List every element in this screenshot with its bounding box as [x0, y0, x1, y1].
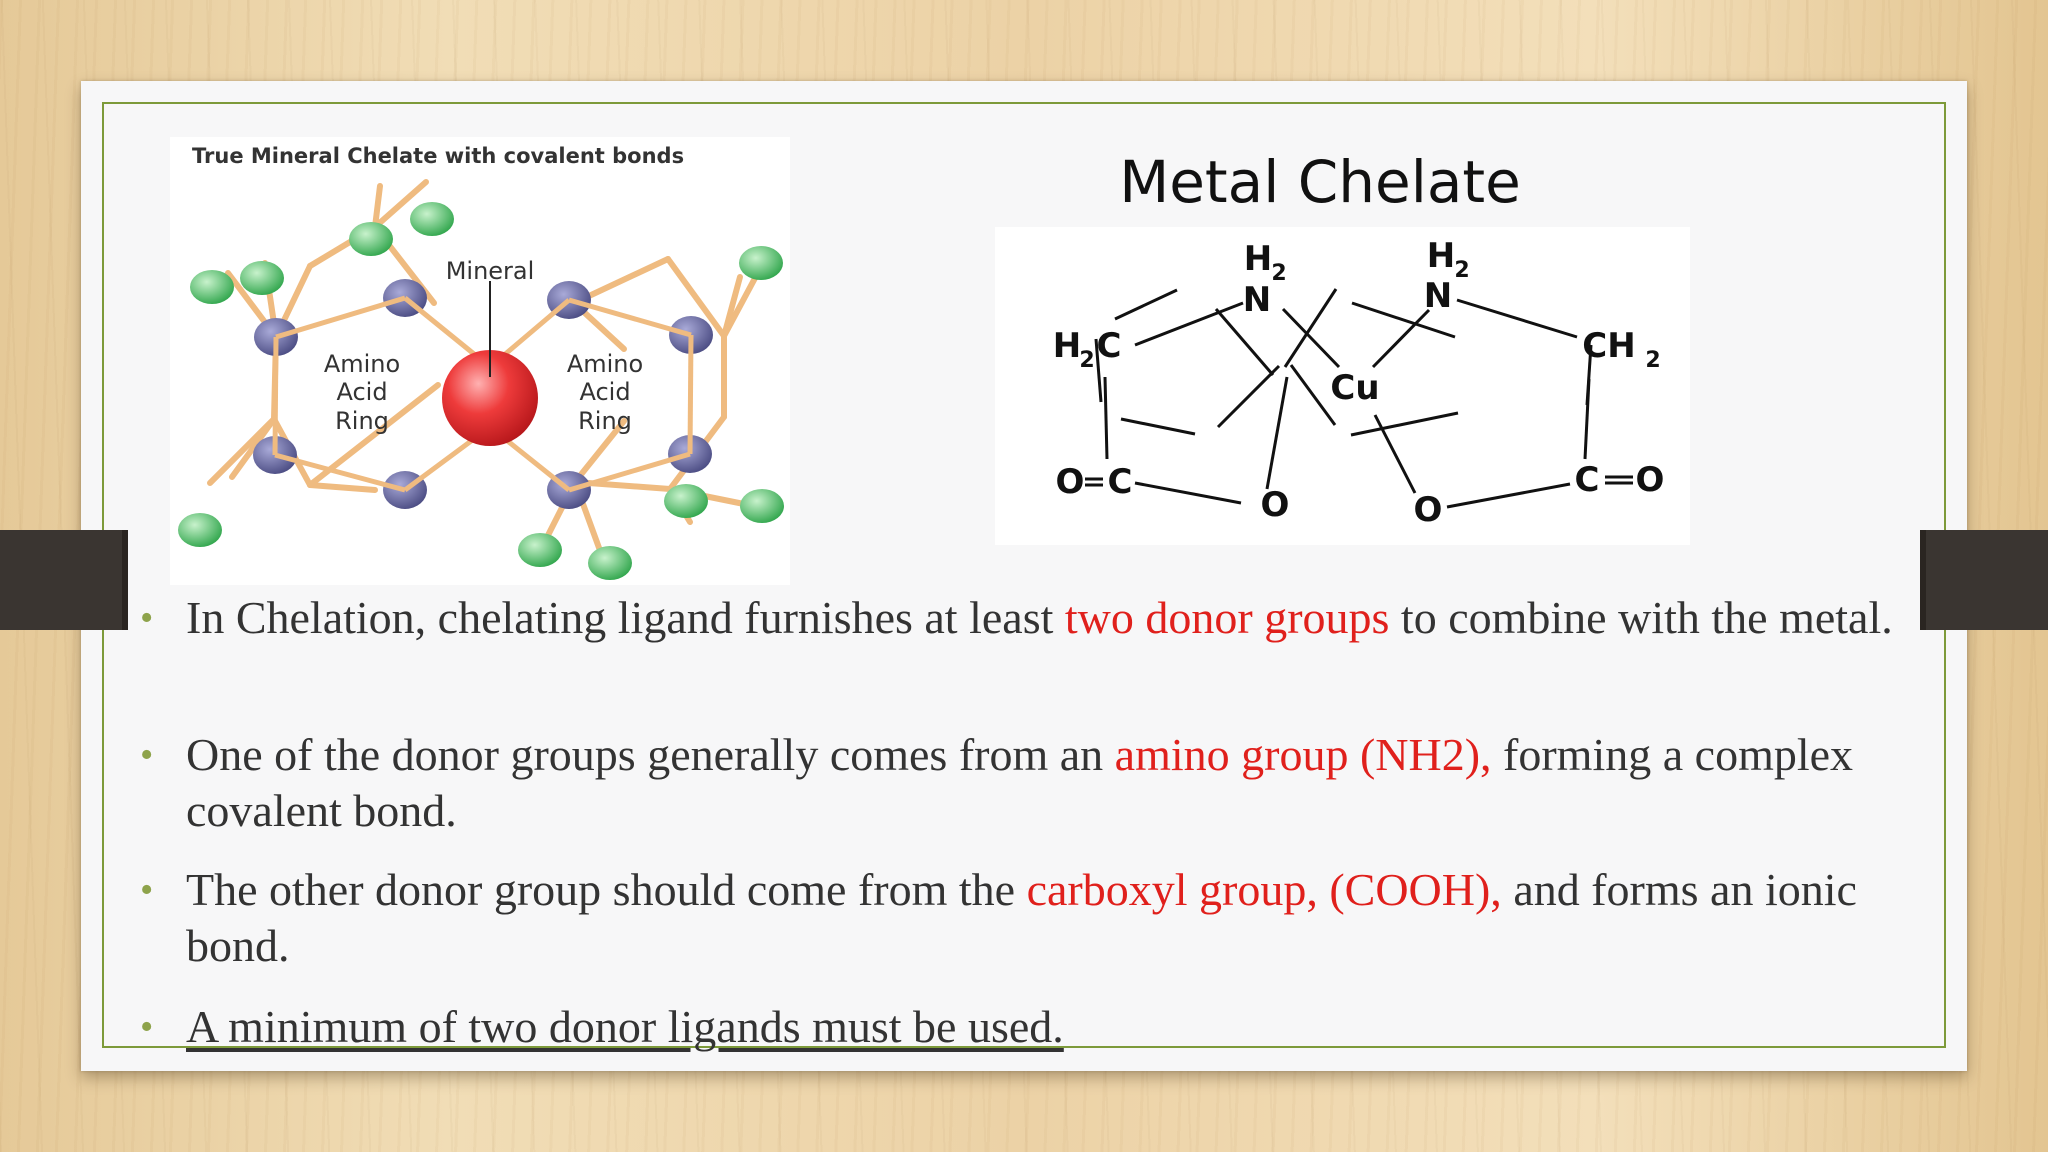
- bullet-marker: •: [140, 869, 154, 911]
- double-bonds: [1085, 298, 1633, 509]
- svg-text:Acid: Acid: [336, 378, 387, 406]
- bullet-4-text: A minimum of two donor ligands must be u…: [186, 1001, 1064, 1052]
- svg-text:2: 2: [1454, 258, 1469, 283]
- svg-text:C: C: [1097, 326, 1122, 366]
- bond-lines: [207, 179, 765, 570]
- highlight-two-donor-groups: two donor groups: [1064, 592, 1390, 643]
- bullet-marker: •: [140, 734, 154, 776]
- n-right: N: [1424, 276, 1452, 316]
- svg-text:2: 2: [1079, 348, 1094, 373]
- copper-glycinate-diagram: H 2 N H 2 N H 2 C CH 2 Cu O C O O C O: [1053, 236, 1665, 530]
- highlight-carboxyl-group: carboxyl group, (COOH),: [1026, 864, 1502, 915]
- c-left: C: [1108, 462, 1133, 502]
- o-right: O: [1636, 460, 1665, 500]
- bullet-marker: •: [140, 1006, 154, 1048]
- mineral-chelate-figure: True Mineral Chelate with covalent bonds: [170, 137, 790, 585]
- metal-chelate-title: Metal Chelate: [1119, 148, 1521, 216]
- highlight-amino-group: amino group (NH2),: [1114, 729, 1492, 780]
- structure-bonds: [1094, 288, 1593, 437]
- atom-labels: H 2 N H 2 N H 2 C CH 2 Cu O C O O C O: [1053, 236, 1665, 530]
- o-ring-left: O: [1261, 485, 1290, 525]
- n-left: N: [1243, 280, 1271, 320]
- left-binder-tab: [0, 530, 128, 630]
- side-atoms: [178, 202, 784, 580]
- svg-text:Ring: Ring: [578, 407, 632, 435]
- h2c-left: H: [1053, 326, 1081, 366]
- svg-text:2: 2: [1645, 348, 1660, 373]
- svg-text:Amino: Amino: [567, 350, 643, 378]
- svg-text:2: 2: [1271, 261, 1286, 286]
- mineral-label: Mineral: [446, 257, 535, 285]
- n-right-h: H: [1427, 236, 1455, 276]
- bullet-marker: •: [140, 597, 154, 639]
- metal-chelate-structure: H 2 N H 2 N H 2 C CH 2 Cu O C O O C O: [995, 227, 1690, 545]
- o-ring-right: O: [1414, 490, 1443, 530]
- ch2-right: CH: [1582, 326, 1635, 366]
- svg-text:Acid: Acid: [579, 378, 630, 406]
- mineral-chelate-diagram: True Mineral Chelate with covalent bonds: [178, 144, 784, 580]
- bullet-3-text: The other donor group should come from t…: [186, 864, 1857, 971]
- ring-label-left: Amino Acid Ring: [324, 350, 400, 435]
- o-left: O: [1056, 462, 1085, 502]
- svg-text:Ring: Ring: [335, 407, 389, 435]
- figure-title: True Mineral Chelate with covalent bonds: [192, 144, 684, 168]
- n-left-h: H: [1244, 239, 1272, 279]
- svg-text:Amino: Amino: [324, 350, 400, 378]
- bullet-1-text: In Chelation, chelating ligand furnishes…: [186, 592, 1893, 643]
- right-binder-tab: [1920, 530, 2048, 630]
- ring-label-right: Amino Acid Ring: [567, 350, 643, 435]
- cu-center: Cu: [1330, 368, 1379, 408]
- mineral-atom: [442, 350, 538, 446]
- bullet-2-text: One of the donor groups generally comes …: [186, 729, 1854, 836]
- c-right: C: [1575, 460, 1600, 500]
